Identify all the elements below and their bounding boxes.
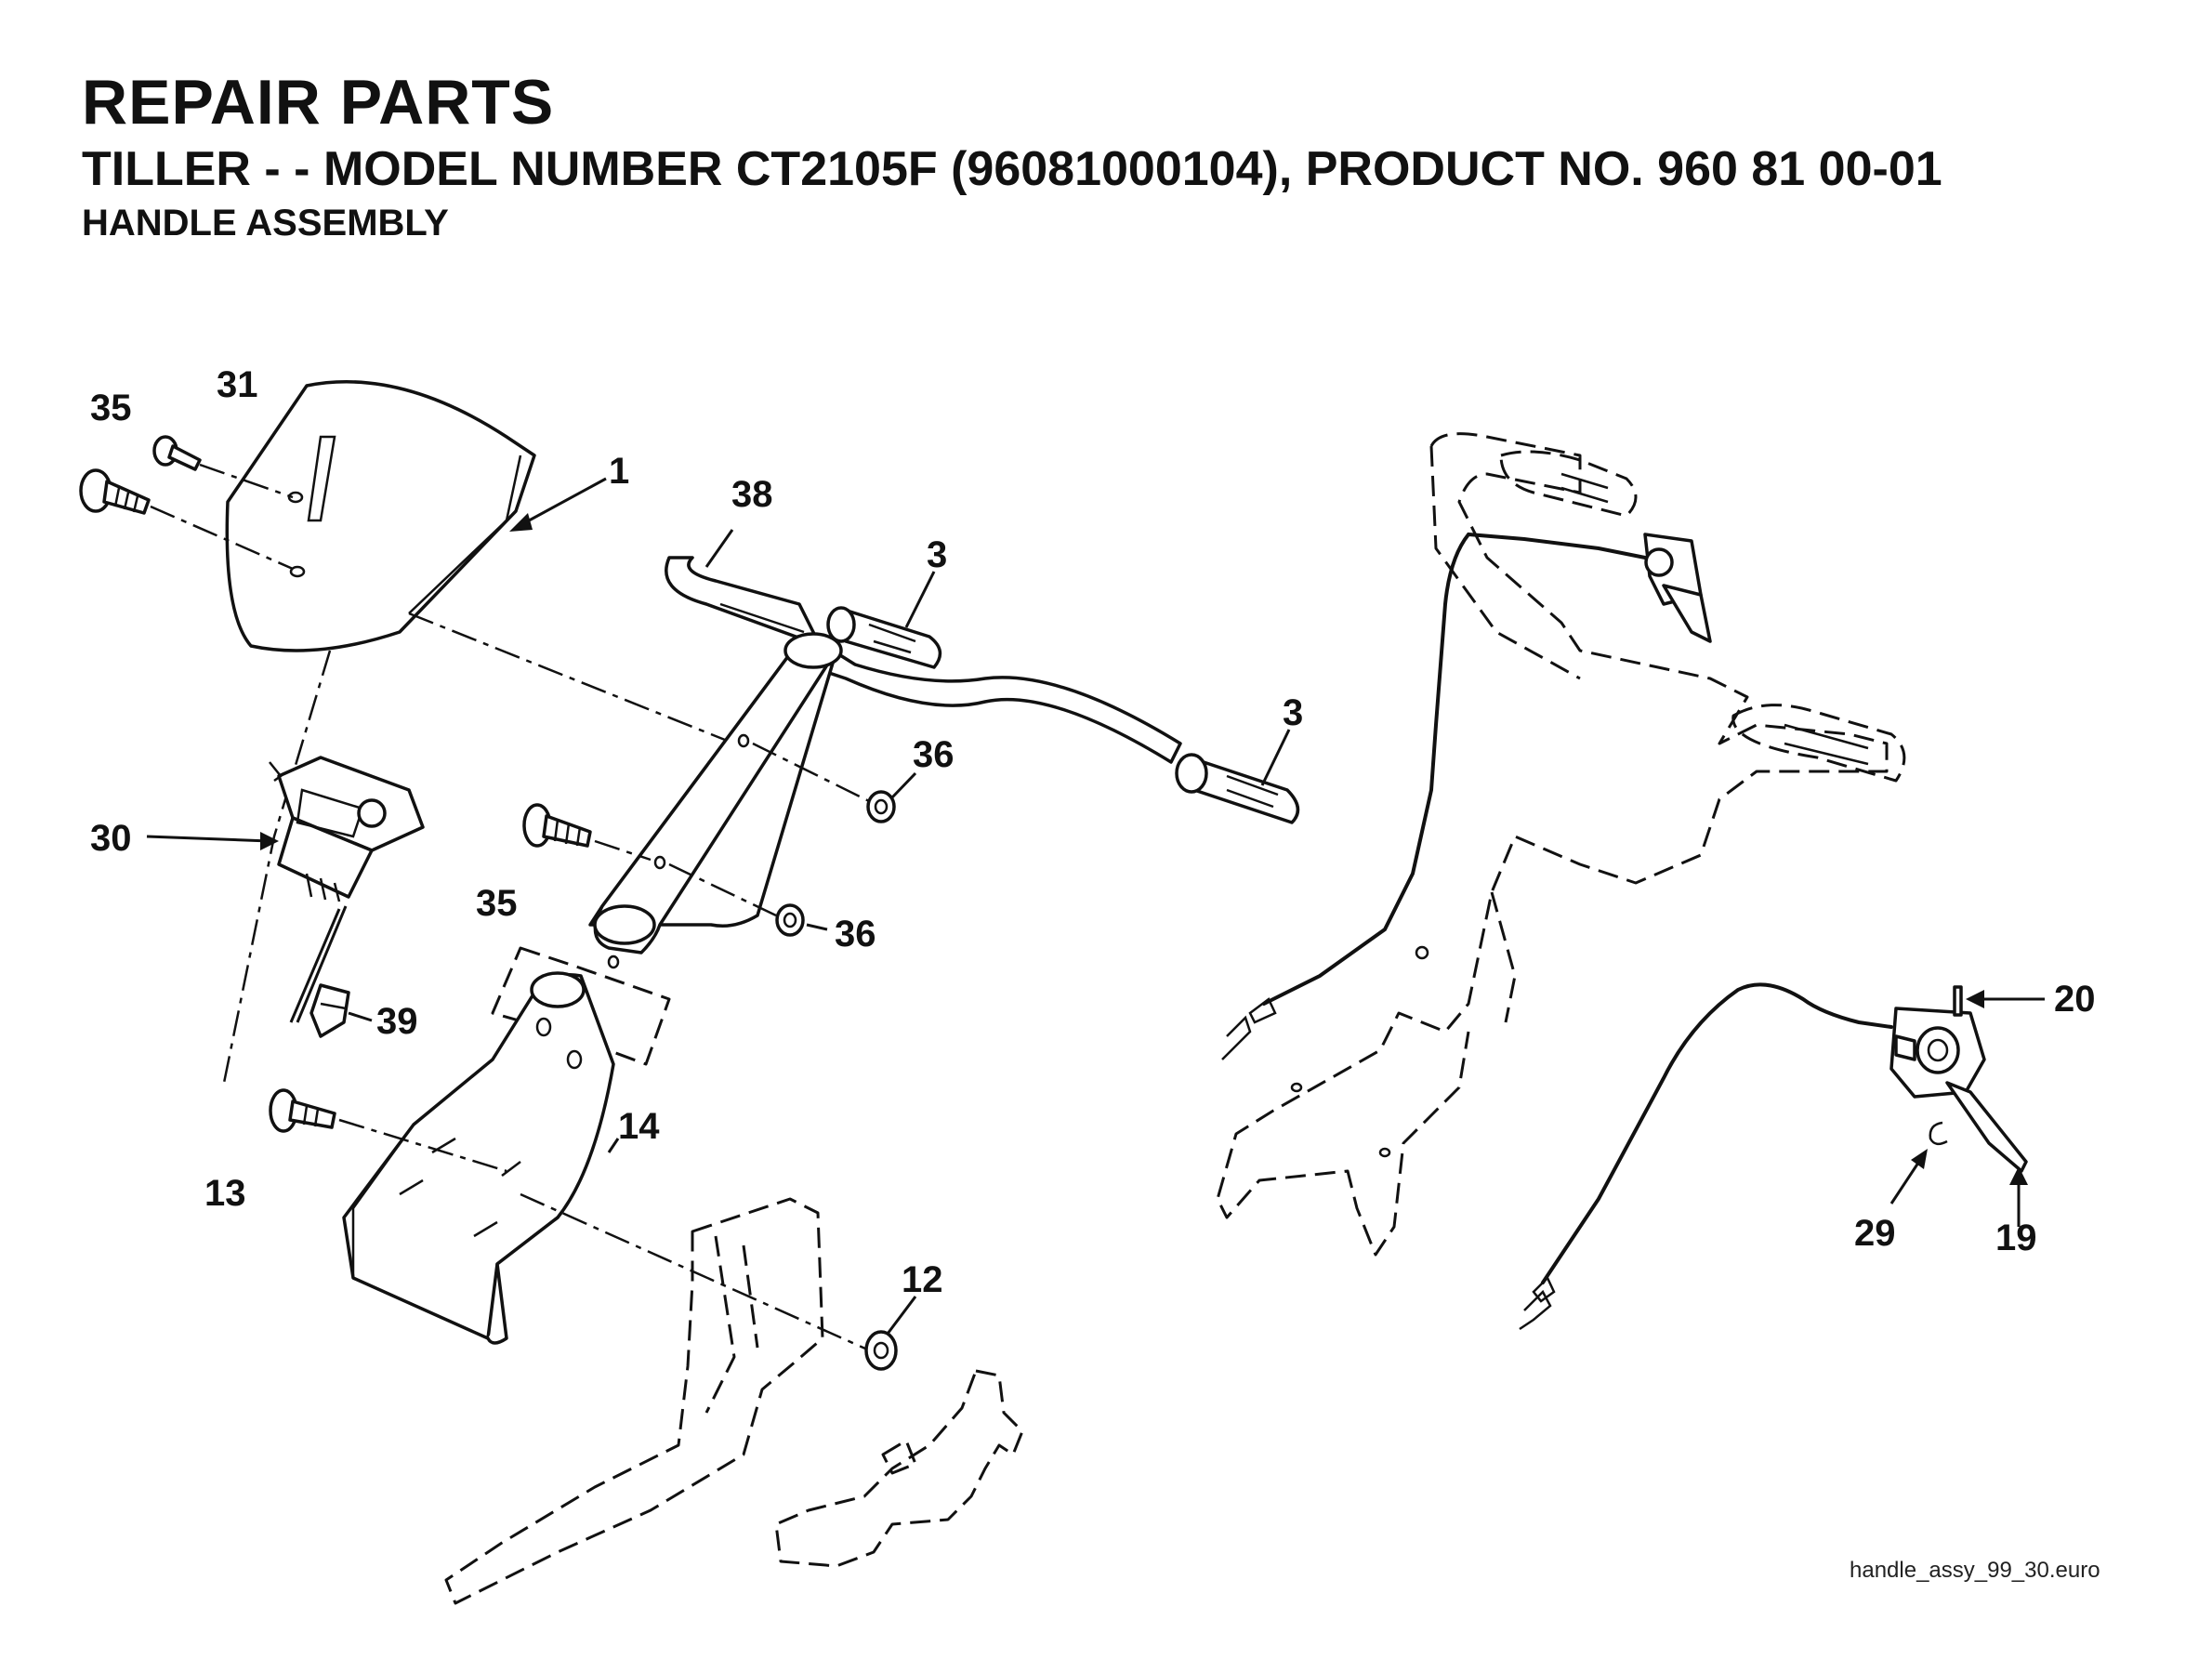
- nut-12-part: [864, 1330, 898, 1371]
- clip-39-part: [309, 983, 350, 1038]
- callout-12: 12: [902, 1259, 943, 1300]
- tine-bracket-dashed: [774, 1369, 1024, 1568]
- grip-3-upper-part: [826, 606, 942, 669]
- callout-20: 20: [2054, 979, 2096, 1020]
- model-subtitle: TILLER - - MODEL NUMBER CT2105F (9608100…: [82, 142, 1942, 196]
- screw-31-part: [152, 435, 202, 471]
- nut-36-upper-part: [866, 790, 896, 823]
- callout-35-top: 35: [90, 388, 132, 428]
- callout-39: 39: [376, 1001, 418, 1042]
- console-panel-part: [225, 380, 536, 652]
- page-title: REPAIR PARTS: [82, 67, 555, 138]
- callout-31: 31: [217, 364, 258, 405]
- callout-1: 1: [609, 451, 629, 492]
- callout-19: 19: [1995, 1218, 2037, 1258]
- tiller-frame-dashed: [444, 1197, 824, 1605]
- callout-13: 13: [204, 1173, 246, 1214]
- callout-30: 30: [90, 818, 132, 859]
- bolt-35-top-part: [79, 468, 151, 515]
- callout-3-upper: 3: [927, 534, 947, 575]
- grip-3-lower-part: [1175, 753, 1300, 824]
- mount-bracket-14-part: [342, 971, 615, 1345]
- tube-extension-dashed: [491, 946, 671, 1066]
- clutch-lever-assembly: [1519, 982, 2028, 1331]
- assembled-handle-view: [1216, 432, 1906, 1257]
- callout-3-lower: 3: [1283, 692, 1303, 733]
- page-header: REPAIR PARTS TILLER - - MODEL NUMBER CT2…: [82, 65, 1942, 247]
- tiller-frame-detail-dashed: [704, 1235, 759, 1414]
- callout-35-lower: 35: [476, 883, 518, 924]
- callout-labels: 35 31 1 38 3 3 36 36 30 35 39 13 14 12 2…: [90, 364, 2100, 1583]
- bolt-13-part: [269, 1088, 336, 1133]
- bolt-35-lower-part: [522, 803, 592, 848]
- callout-36-upper: 36: [913, 734, 955, 775]
- section-title: HANDLE ASSEMBLY: [82, 203, 449, 244]
- nut-36-lower-part: [775, 903, 805, 937]
- callout-38: 38: [731, 474, 773, 515]
- rod-30-part: [289, 905, 348, 1023]
- callout-29: 29: [1854, 1213, 1896, 1254]
- callout-36-lower: 36: [835, 914, 876, 954]
- handlebar-38-part: [588, 556, 1182, 969]
- bracket-30-part: [269, 756, 425, 902]
- callout-14: 14: [618, 1106, 660, 1147]
- drawing-filename: handle_assy_99_30.euro: [1850, 1558, 2100, 1583]
- callout-leaders: [146, 477, 2045, 1335]
